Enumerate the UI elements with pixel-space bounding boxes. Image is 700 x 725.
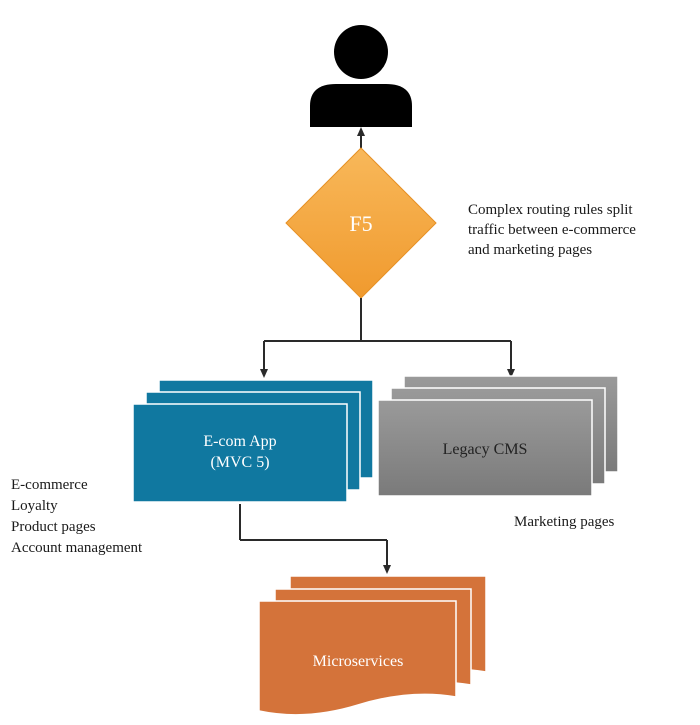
- ecom-app-node: E-com App (MVC 5): [132, 379, 374, 503]
- connector-ecom-microservices: [239, 504, 391, 574]
- routing-line-3: and marketing pages: [468, 242, 592, 258]
- ecom-app-title: E-com App: [203, 433, 276, 450]
- user-icon: [310, 25, 412, 127]
- ecom-features-annotation: E-commerce Loyalty Product pages Account…: [11, 477, 143, 556]
- marketing-annotation: Marketing pages: [514, 514, 615, 530]
- legacy-cms-node: Legacy CMS: [377, 375, 619, 497]
- f5-node: F5: [285, 147, 437, 299]
- ecom-app-subtitle: (MVC 5): [210, 454, 269, 471]
- feature-item: E-commerce: [11, 477, 88, 493]
- f5-label: F5: [349, 211, 372, 236]
- routing-line-1: Complex routing rules split: [468, 202, 633, 218]
- microservices-node: Microservices: [258, 575, 487, 716]
- connector-f5-split: [260, 298, 515, 378]
- routing-line-2: traffic between e-commerce: [468, 222, 636, 238]
- legacy-cms-label: Legacy CMS: [443, 441, 528, 458]
- feature-item: Loyalty: [11, 498, 58, 514]
- microservices-label: Microservices: [313, 653, 404, 670]
- routing-annotation: Complex routing rules split traffic betw…: [468, 202, 636, 258]
- feature-item: Account management: [11, 540, 143, 556]
- feature-item: Product pages: [11, 519, 96, 535]
